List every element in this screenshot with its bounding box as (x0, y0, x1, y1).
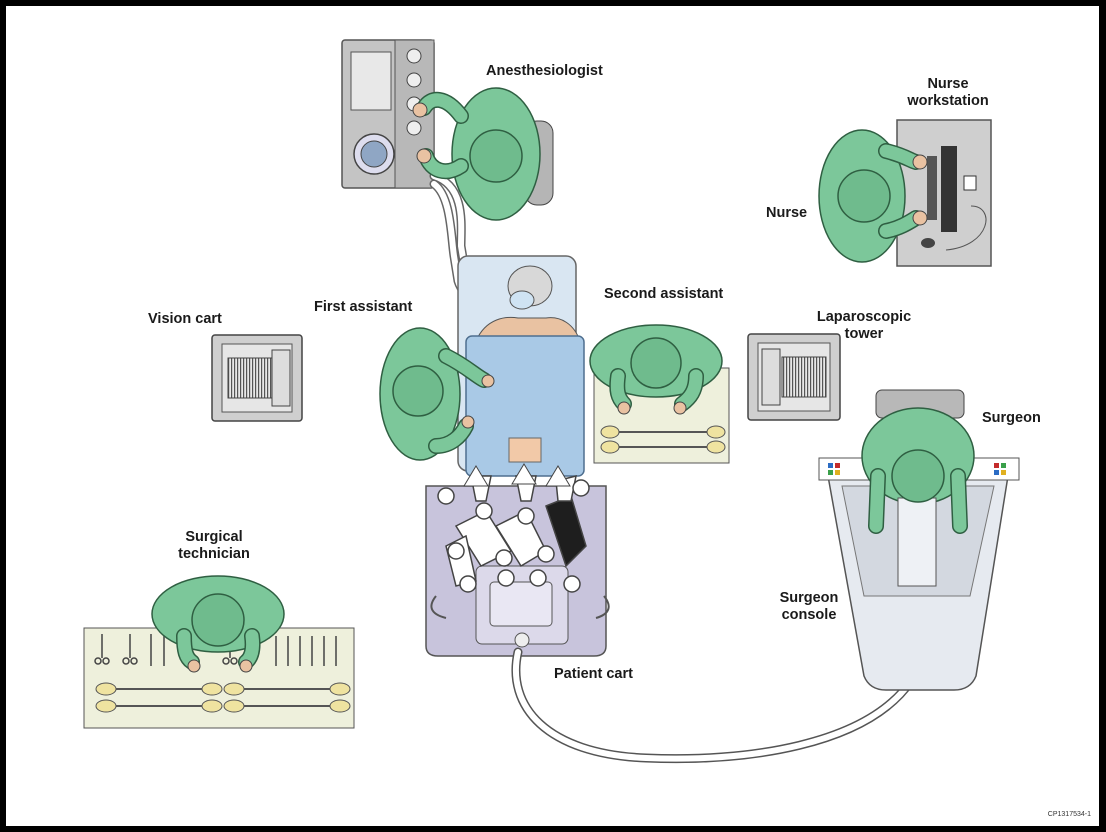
label-first-assistant: First assistant (314, 299, 413, 315)
label-surgical-technician-line2: technician (178, 546, 250, 562)
nurse-workstation (896, 119, 992, 267)
label-nurse-workstation: Nurse workstation (888, 76, 1008, 110)
label-surgeon-console: Surgeon console (764, 590, 854, 624)
surgeon-figure (861, 407, 975, 587)
label-surgeon: Surgeon (982, 410, 1041, 426)
operating-room-illustration (83, 39, 1020, 764)
label-patient-cart: Patient cart (554, 666, 633, 682)
label-second-assistant: Second assistant (604, 286, 724, 302)
anesthesiologist-figure (412, 87, 554, 221)
patient-cart-robot (425, 463, 610, 657)
vision-cart (211, 334, 303, 422)
label-laparoscopic-tower-line2: tower (844, 326, 884, 342)
label-nurse-workstation-line2: workstation (907, 93, 989, 109)
label-laparoscopic-tower: Laparoscopic tower (802, 309, 926, 343)
label-anesthesiologist: Anesthesiologist (486, 63, 603, 79)
label-nurse: Nurse (766, 205, 808, 221)
diagram-canvas: Anesthesiologist Nurse workstation Nurse… (6, 6, 1099, 826)
nurse-figure (818, 129, 928, 263)
label-surgical-technician-line1: Surgical (185, 529, 243, 545)
label-nurse-workstation-line1: Nurse (927, 76, 969, 92)
first-assistant-figure (379, 327, 495, 461)
label-vision-cart: Vision cart (148, 311, 222, 327)
label-surgeon-console-line2: console (781, 607, 837, 623)
surgical-technician-figure (151, 575, 285, 673)
surgical-technician-instrument-tray (83, 627, 355, 729)
label-surgeon-console-line1: Surgeon (779, 590, 839, 606)
laparoscopic-tower (747, 333, 841, 421)
label-surgical-technician: Surgical technician (166, 529, 262, 563)
label-laparoscopic-tower-line1: Laparoscopic (816, 309, 912, 325)
patient (465, 265, 585, 477)
figure-code: CP1317534-1 (1047, 811, 1091, 818)
second-assistant-figure (589, 324, 723, 415)
